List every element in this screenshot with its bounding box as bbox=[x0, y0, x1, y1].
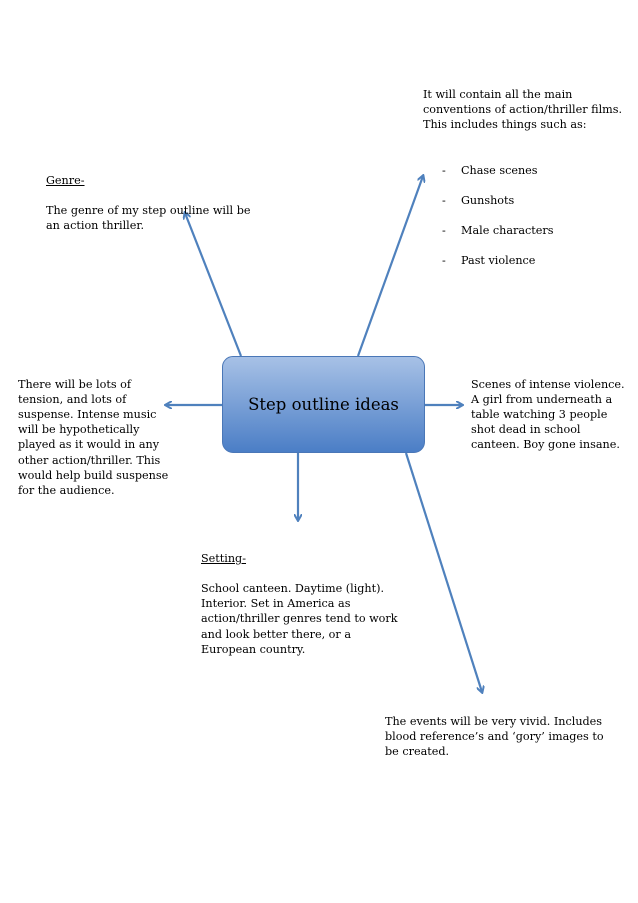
list-bullet: - bbox=[442, 254, 446, 268]
genre-note: Genre- The genre of my step outline will… bbox=[46, 158, 266, 233]
setting-text: School canteen. Daytime (light). Interio… bbox=[201, 582, 398, 656]
conventions-list: - Chase scenes - Gunshots - Male characters… bbox=[423, 147, 633, 283]
list-item: - Gunshots bbox=[423, 193, 633, 208]
list-item: - Male characters bbox=[423, 223, 633, 238]
genre-text: The genre of my step outline will be an … bbox=[46, 204, 251, 233]
arrow-to-conventions bbox=[356, 176, 423, 357]
suspense-text: There will be lots of tension, and lots … bbox=[18, 378, 169, 497]
list-bullet: - bbox=[442, 163, 446, 177]
genre-heading: Genre- bbox=[46, 174, 85, 188]
list-item: - Past violence bbox=[423, 253, 633, 268]
central-topic-box: Step outline ideas bbox=[222, 356, 425, 453]
setting-heading: Setting- bbox=[201, 552, 247, 566]
events-text: The events will be very vivid. Includes … bbox=[385, 715, 604, 759]
central-topic-title: Step outline ideas bbox=[248, 395, 399, 414]
scenes-note: Scenes of intense violence. A girl from … bbox=[471, 362, 633, 453]
list-item-label: Gunshots bbox=[461, 193, 515, 207]
list-item: - Chase scenes bbox=[423, 163, 633, 178]
events-note: The events will be very vivid. Includes … bbox=[385, 699, 615, 759]
scenes-text: Scenes of intense violence. A girl from … bbox=[471, 378, 625, 452]
arrow-to-events bbox=[404, 452, 482, 692]
suspense-note: There will be lots of tension, and lots … bbox=[18, 362, 178, 498]
conventions-note: It will contain all the main conventions… bbox=[423, 72, 633, 298]
conventions-text: It will contain all the main conventions… bbox=[423, 88, 623, 132]
setting-note: Setting- School canteen. Daytime (light)… bbox=[201, 536, 416, 657]
arrow-to-genre bbox=[185, 213, 243, 357]
list-item-label: Male characters bbox=[461, 223, 554, 237]
list-item-label: Chase scenes bbox=[461, 163, 538, 177]
list-item-label: Past violence bbox=[461, 254, 536, 268]
list-bullet: - bbox=[442, 223, 446, 237]
list-bullet: - bbox=[442, 193, 446, 207]
